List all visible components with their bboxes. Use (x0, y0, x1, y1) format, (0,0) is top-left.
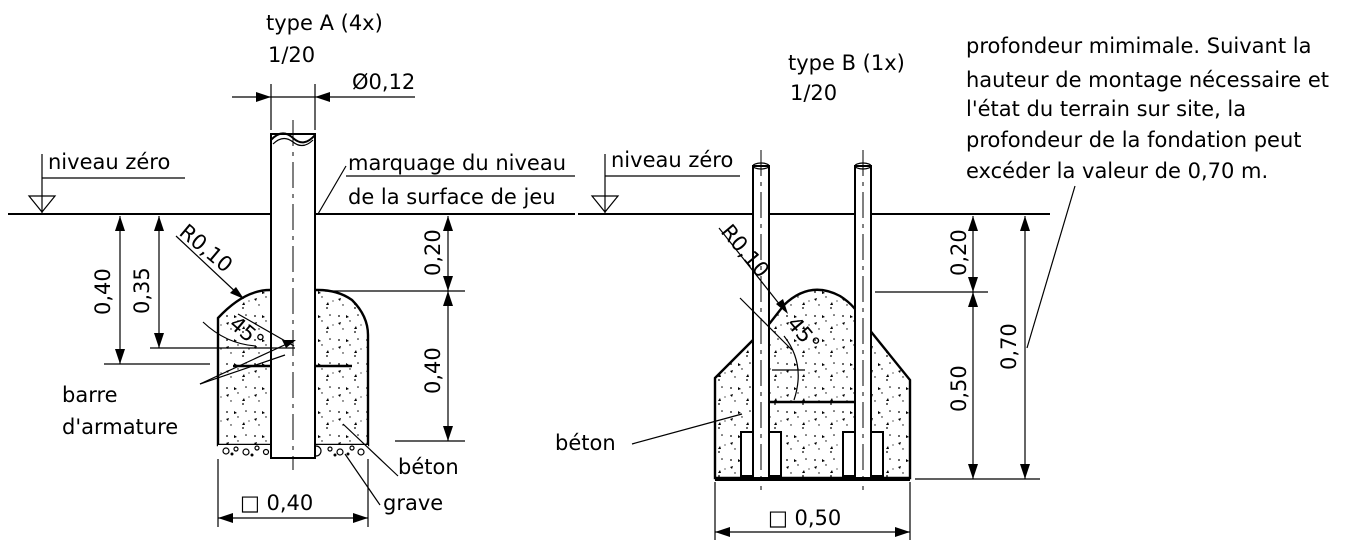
type-b-dim-050: 0,50 (947, 365, 971, 412)
note-line-2: hauteur de montage nécessaire et (966, 68, 1329, 92)
type-a-rebar-leader-2 (199, 354, 286, 385)
type-a-diameter-label: Ø0,12 (352, 70, 415, 94)
type-b-angle-arc (783, 335, 799, 401)
type-a-concrete-label: béton (398, 455, 459, 479)
type-a-dim-040-left: 0,40 (91, 268, 115, 315)
type-a-concrete-leader (342, 423, 399, 477)
type-b-section: type B (1x) 1/20 niveau zéro R0,10 45° (555, 51, 1050, 540)
type-a-scale: 1/20 (268, 43, 315, 67)
type-b-level-triangle-icon (590, 195, 620, 213)
type-a-radius-label: R0,10 (175, 219, 237, 277)
depth-note: profondeur mimimale. Suivant la hauteur … (966, 34, 1329, 349)
type-b-scale: 1/20 (790, 81, 837, 105)
type-a-dim-020: 0,20 (421, 229, 445, 276)
type-a-marking-leader (317, 165, 347, 215)
type-a-dim-040-right: 0,40 (421, 347, 445, 394)
type-b-concrete-label: béton (555, 431, 616, 455)
type-b-dim-070: 0,70 (997, 323, 1021, 370)
type-a-title: type A (4x) (266, 11, 383, 35)
type-a-width-label: □ 0,40 (240, 491, 313, 515)
type-b-width-label: □ 0,50 (768, 506, 841, 530)
type-b-dim-020: 0,20 (947, 229, 971, 276)
note-line-3: l'état du terrain sur site, la (966, 97, 1246, 121)
type-b-title: type B (1x) (788, 51, 905, 75)
type-a-marking-line2: de la surface de jeu (348, 185, 556, 209)
type-a-level-triangle-icon (27, 195, 57, 213)
note-line-5: excéder la valeur de 0,70 m. (966, 159, 1268, 183)
type-a-radius-leader (175, 235, 241, 297)
type-a-dim-035: 0,35 (130, 267, 154, 314)
type-a-gravel-label: grave (383, 491, 443, 515)
type-b-concrete-leader (631, 413, 743, 445)
note-line-4: profondeur de la fondation peut (966, 128, 1302, 152)
type-a-rebar-line2: d'armature (62, 415, 178, 439)
type-a-rebar-leader-1 (199, 341, 292, 385)
type-a-section: type A (4x) 1/20 niveau zéro (8, 11, 575, 527)
type-a-marking-line1: marquage du niveau (348, 151, 566, 175)
note-line-1: profondeur mimimale. Suivant la (966, 34, 1311, 58)
type-a-angle-arc (202, 321, 257, 347)
type-a-rebar-line1: barre (62, 383, 118, 407)
type-a-ground-label: niveau zéro (48, 150, 170, 174)
type-b-radius-leader (718, 227, 785, 311)
type-a-gravel-leader (344, 453, 381, 506)
type-b-ground-label: niveau zéro (611, 148, 733, 172)
note-leader (1026, 185, 1076, 349)
